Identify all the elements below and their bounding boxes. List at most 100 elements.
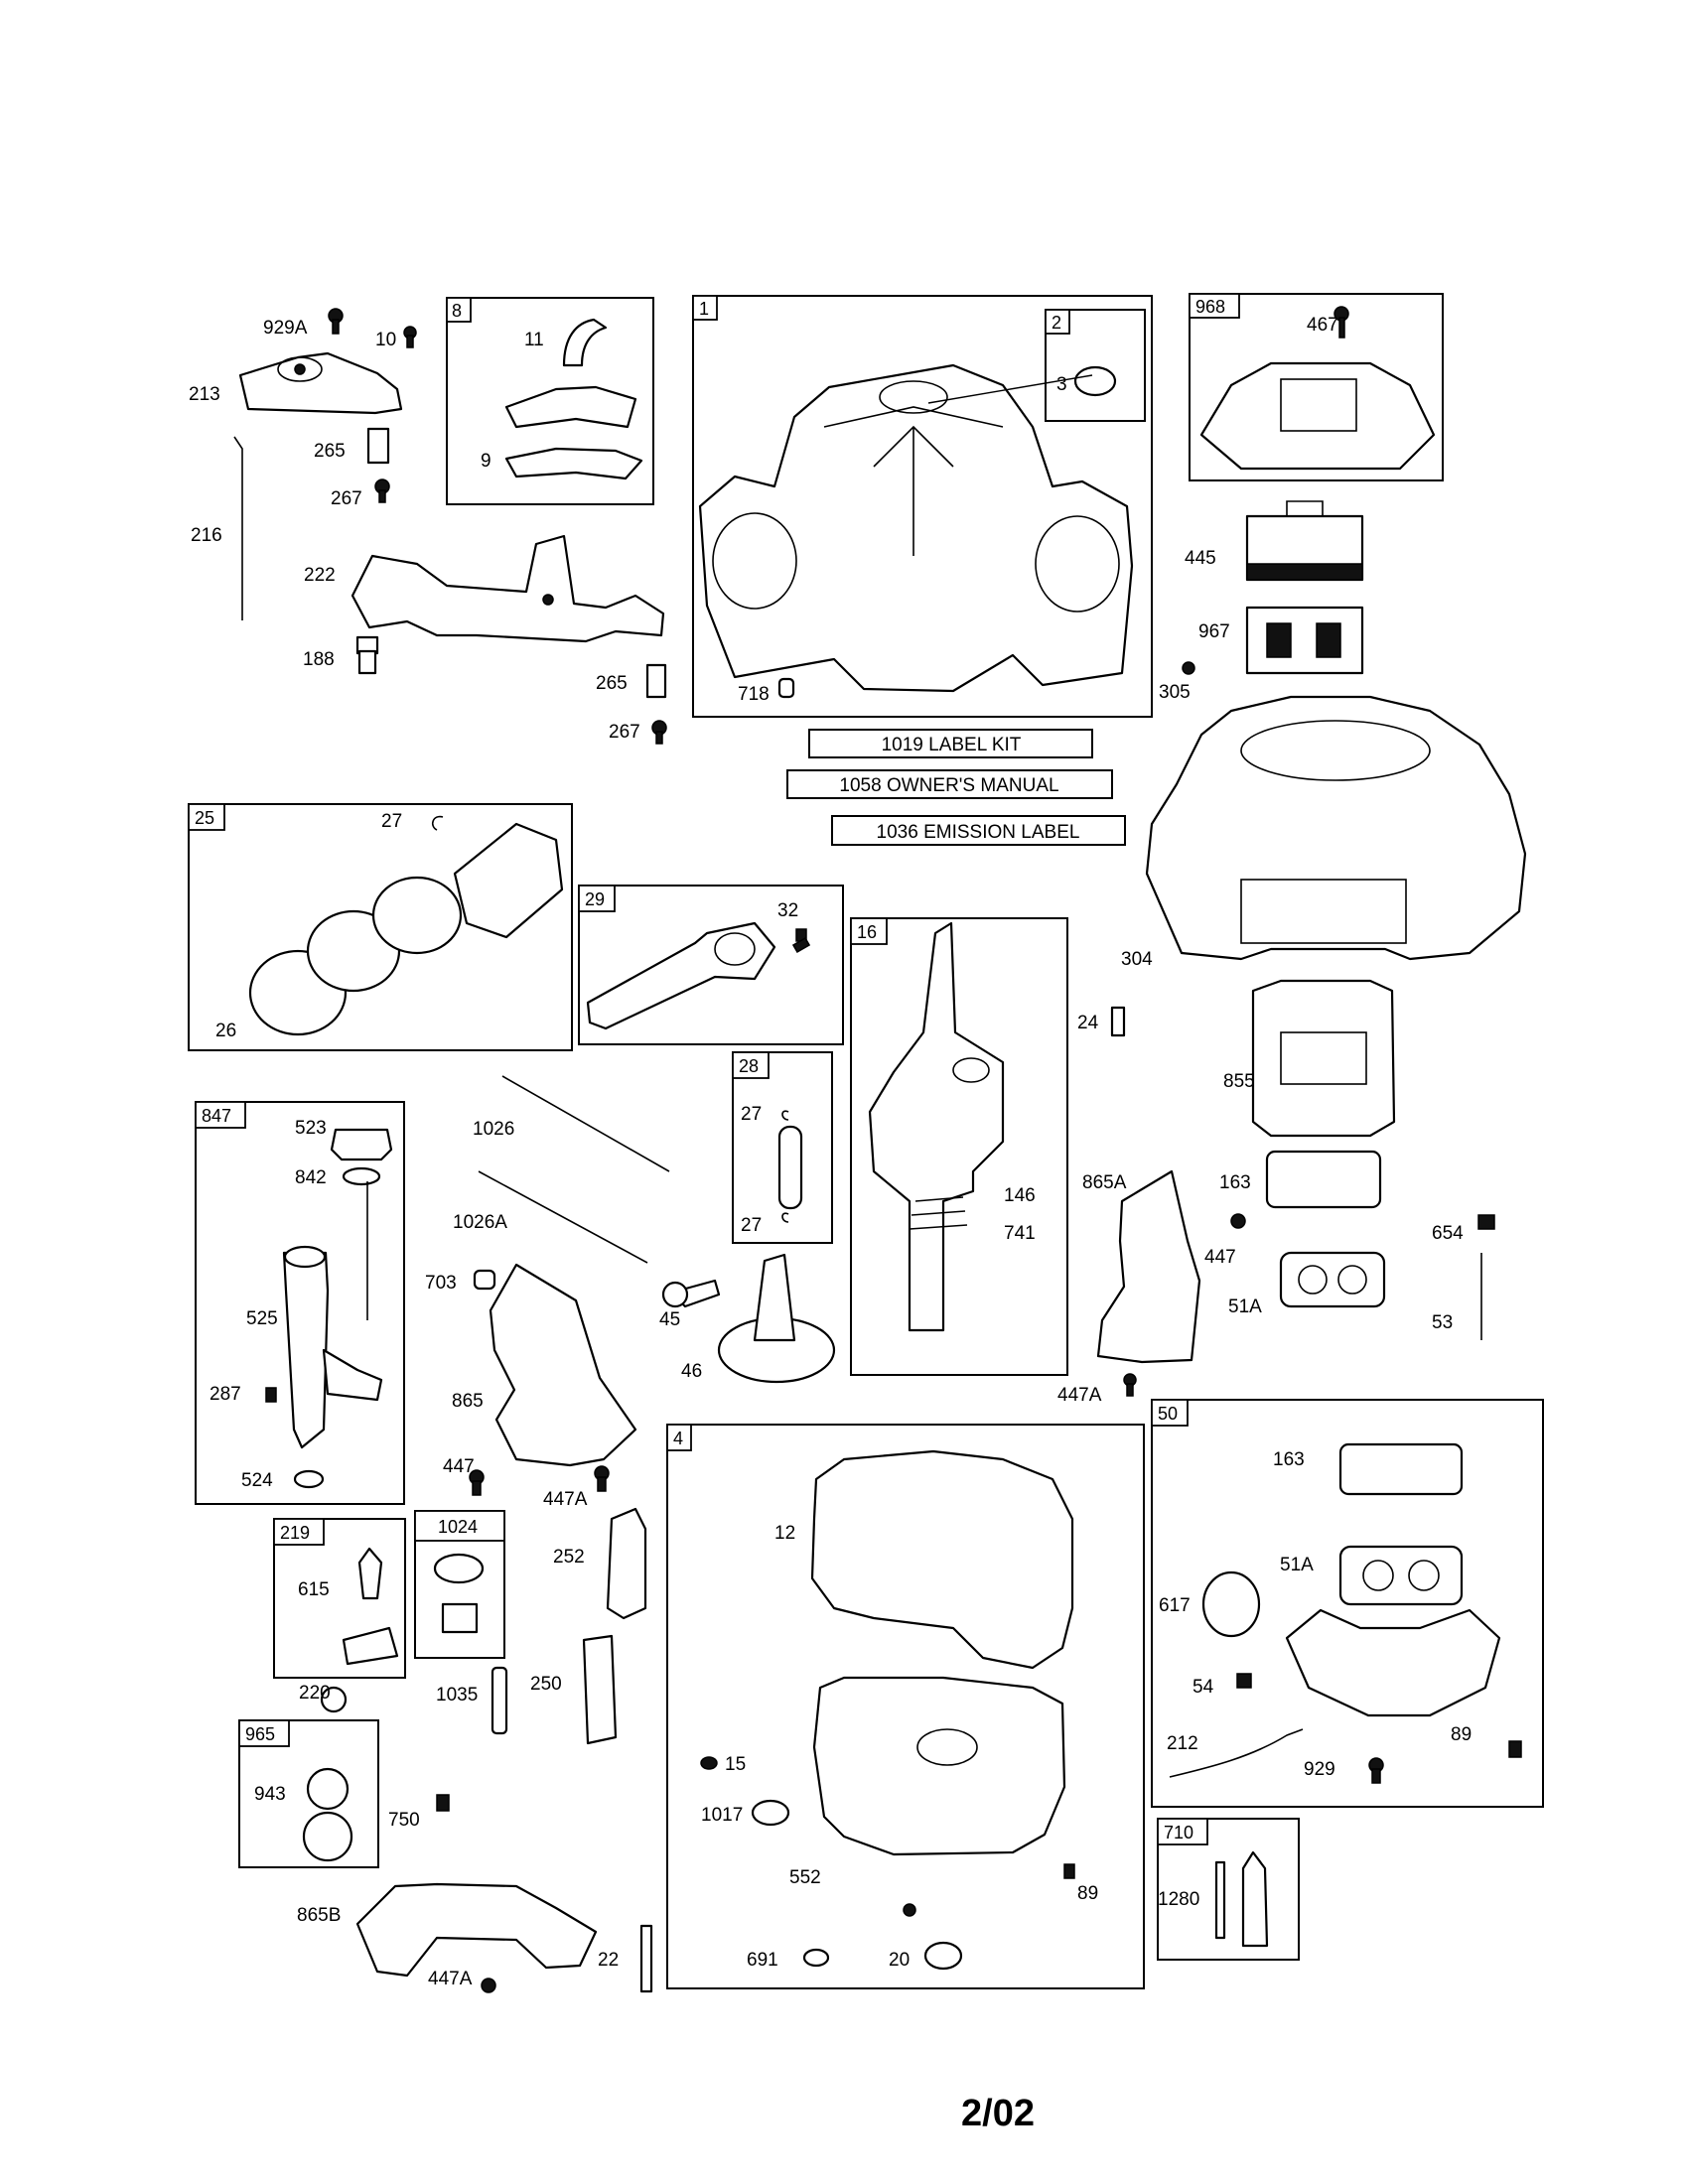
intake-elbow-icon (1251, 979, 1396, 1138)
oil-seal-20-icon (923, 1941, 963, 1971)
part-label: 22 (598, 1950, 619, 1971)
page-number: 2/02 (961, 2093, 1035, 2134)
part-label: 447 (1204, 1247, 1236, 1268)
bolt-750-icon (436, 1794, 450, 1812)
part-label: 212 (1167, 1733, 1198, 1754)
part-label: 467 (1307, 315, 1338, 336)
part-label: 842 (295, 1167, 327, 1188)
screw-929a-icon (328, 308, 344, 335)
part-label: 523 (295, 1118, 327, 1139)
note-owners-manual: 1058 OWNER'S MANUAL (839, 775, 1058, 796)
piston-pin-icon (777, 1125, 803, 1210)
part-label: 552 (789, 1867, 821, 1888)
part-label: 27 (381, 811, 402, 832)
part-label: 447A (1057, 1385, 1102, 1406)
part-label: 220 (299, 1683, 331, 1704)
box-16-label: 16 (857, 922, 877, 942)
cylinder-shield-865b-icon (355, 1882, 598, 1978)
part-label: 865A (1082, 1172, 1127, 1193)
part-label: 222 (304, 565, 336, 586)
box-219 (273, 1518, 406, 1679)
box-4-label: 4 (673, 1429, 683, 1448)
part-label: 304 (1121, 949, 1153, 970)
bracket-265b-icon (645, 663, 667, 699)
nut-654-icon (1477, 1214, 1495, 1230)
oil-fill-tube-icon (282, 1251, 330, 1449)
part-label: 9 (481, 451, 491, 472)
oil-cap-icon (330, 1128, 393, 1161)
part-label: 654 (1432, 1223, 1464, 1244)
push-rod-1026-icon (501, 1075, 670, 1172)
screw-552-icon (903, 1903, 916, 1917)
part-label: 32 (777, 900, 798, 921)
part-label: 445 (1185, 548, 1216, 569)
box-29 (578, 885, 844, 1045)
gasket-51a-b-icon (1338, 1545, 1464, 1606)
box-847-label: 847 (202, 1106, 231, 1126)
breather-gasket-icon (504, 447, 643, 480)
part-label: 163 (1273, 1449, 1305, 1470)
box-4 (666, 1424, 1145, 1989)
bolt-22-icon (639, 1924, 653, 1993)
gasket-163b-icon (1338, 1442, 1464, 1496)
filter-252-icon (606, 1507, 647, 1620)
box-8-label: 8 (452, 301, 462, 321)
part-label: 967 (1198, 621, 1230, 642)
part-label: 216 (191, 525, 222, 546)
screw-447a-icon (594, 1465, 610, 1492)
part-label: 525 (246, 1308, 278, 1329)
part-label: 250 (530, 1674, 562, 1695)
piston-icon (453, 822, 564, 939)
part-label: 1035 (436, 1685, 478, 1706)
box-28-label: 28 (739, 1056, 759, 1076)
cover-943-icon (302, 1811, 353, 1862)
box-710-label: 710 (1164, 1823, 1193, 1843)
gear-220-icon (342, 1626, 399, 1666)
pin-718-icon (777, 677, 795, 699)
part-label: 89 (1451, 1724, 1472, 1745)
part-label: 267 (609, 722, 640, 743)
screw-267-icon (374, 478, 390, 503)
box-965 (238, 1719, 379, 1868)
screw-89b-icon (1508, 1740, 1522, 1758)
box-968 (1189, 293, 1444, 481)
box-25 (188, 803, 573, 1051)
part-label: 447A (428, 1969, 473, 1989)
link-rod-icon (233, 436, 243, 620)
cylinder-shield-865a-icon (1096, 1169, 1201, 1364)
box-50 (1151, 1399, 1544, 1808)
box-29-label: 29 (585, 889, 605, 909)
screw-10-icon (403, 326, 417, 348)
part-label: 163 (1219, 1172, 1251, 1193)
part-label: 929 (1304, 1759, 1335, 1780)
part-label: 855 (1223, 1071, 1255, 1092)
note-label-kit: 1019 LABEL KIT (882, 735, 1022, 755)
group-boxes: 8 1 2 968 25 29 16 28 847 4 50 219 (188, 293, 1544, 1989)
part-label: 691 (747, 1950, 778, 1971)
crankcase-icon (698, 363, 1134, 693)
oil-pump-cover-icon (441, 1602, 479, 1634)
oil-filter-adapter-1017-icon (751, 1799, 790, 1827)
clip-703-icon (473, 1269, 496, 1291)
breather-cover-icon (504, 385, 637, 429)
screw-929-icon (1368, 1757, 1384, 1784)
oil-pump-rotor-icon (433, 1553, 485, 1584)
crankshaft-icon (868, 921, 1005, 1332)
bolt-32-icon (791, 928, 811, 953)
bolt-287-icon (265, 1387, 277, 1403)
part-label: 188 (303, 649, 335, 670)
piston-ring-3-icon (371, 876, 463, 955)
part-label: 1017 (701, 1805, 743, 1826)
part-label: 27 (741, 1104, 762, 1125)
note-emission-label: 1036 EMISSION LABEL (877, 822, 1080, 843)
part-label: 27 (741, 1215, 762, 1236)
part-label: 1280 (1158, 1889, 1199, 1910)
box-1-label: 1 (699, 299, 709, 319)
part-label: 252 (553, 1547, 585, 1568)
box-710 (1157, 1818, 1300, 1961)
part-labels: 929A 10 213 265 267 216 222 188 265 267 … (189, 315, 1472, 1989)
screw-305-icon (1182, 661, 1195, 675)
box-25-label: 25 (195, 808, 214, 828)
shaft-1035-icon (491, 1666, 508, 1735)
